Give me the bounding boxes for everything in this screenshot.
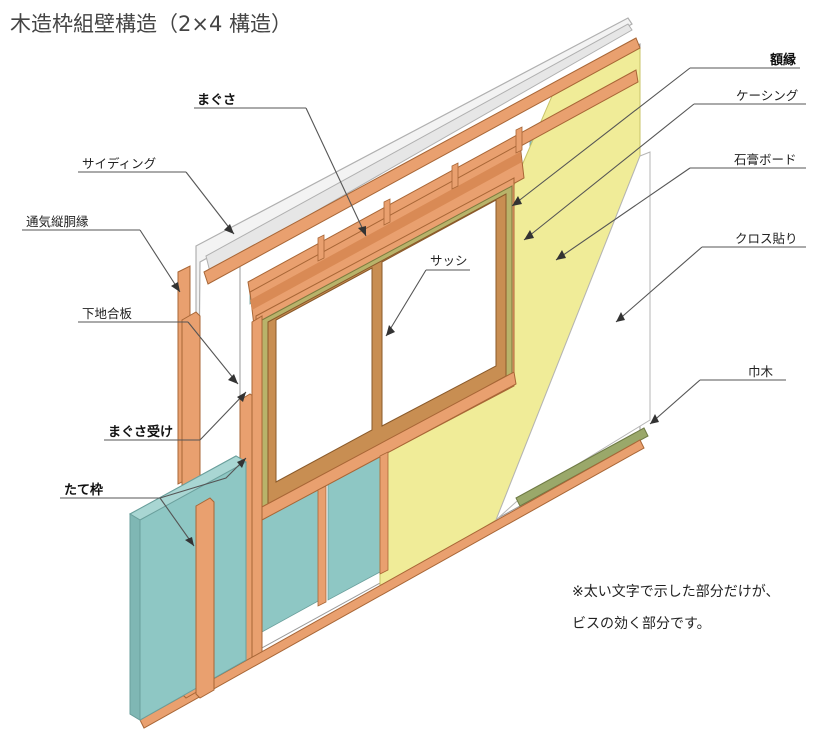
callout-casing: ケーシング: [523, 88, 806, 241]
callout-vent-batten: 通気縦胴縁: [22, 214, 181, 293]
window-glass-left: [275, 267, 373, 483]
top-plate-lower: [247, 69, 639, 295]
header-beam-face: [250, 152, 522, 310]
label-vent-batten: 通気縦胴縁: [26, 214, 89, 229]
bottom-plate: [139, 439, 645, 729]
studs-below-window: [317, 451, 389, 607]
callout-magusa: まぐさ: [194, 93, 367, 237]
callout-sideboard: 額縁: [511, 52, 800, 207]
label-sheathing: 下地合板: [82, 306, 133, 321]
siding-edge: [205, 23, 633, 273]
label-casing: ケーシング: [736, 88, 798, 103]
note-line-2: ビスの効く部分です。: [572, 616, 711, 632]
callout-magusa-support: まぐさ受け: [104, 391, 247, 441]
label-gypsum-board: 石膏ボード: [734, 152, 797, 167]
callout-cloth: クロス貼り: [615, 231, 806, 323]
wall-illustration: [128, 17, 651, 729]
callout-stud: たて枠: [60, 457, 247, 547]
sheathing-left-face: [129, 513, 141, 721]
label-sideboard: 額縁: [769, 52, 796, 68]
note: ※太い文字で示した部分だけが、 ビスの効く部分です。: [572, 584, 779, 632]
baseboard: [515, 427, 649, 507]
label-stud: たて枠: [64, 482, 103, 498]
king-stud: [251, 315, 263, 667]
window-glass-right: [381, 199, 497, 427]
callout-siding: サイディング: [78, 156, 235, 235]
callout-sash: サッシ: [385, 253, 470, 337]
front-stud: [195, 497, 215, 699]
label-siding: サイディング: [82, 156, 156, 171]
callout-gypsum: 石膏ボード: [555, 152, 806, 261]
label-magusa: まぐさ: [197, 93, 236, 108]
callout-baseboard: 巾木: [649, 364, 786, 425]
diagram-title: 木造枠組壁構造（2×4 構造）: [10, 12, 292, 36]
note-line-1: ※太い文字で示した部分だけが、: [572, 584, 779, 600]
callout-sheathing: 下地合板: [78, 306, 239, 385]
label-baseboard: 巾木: [748, 364, 774, 379]
cripple-studs: [317, 126, 523, 262]
label-cloth: クロス貼り: [735, 231, 798, 246]
label-magusa-support: まぐさ受け: [108, 424, 173, 440]
label-sash: サッシ: [430, 253, 468, 268]
top-plate-upper: [203, 37, 641, 285]
